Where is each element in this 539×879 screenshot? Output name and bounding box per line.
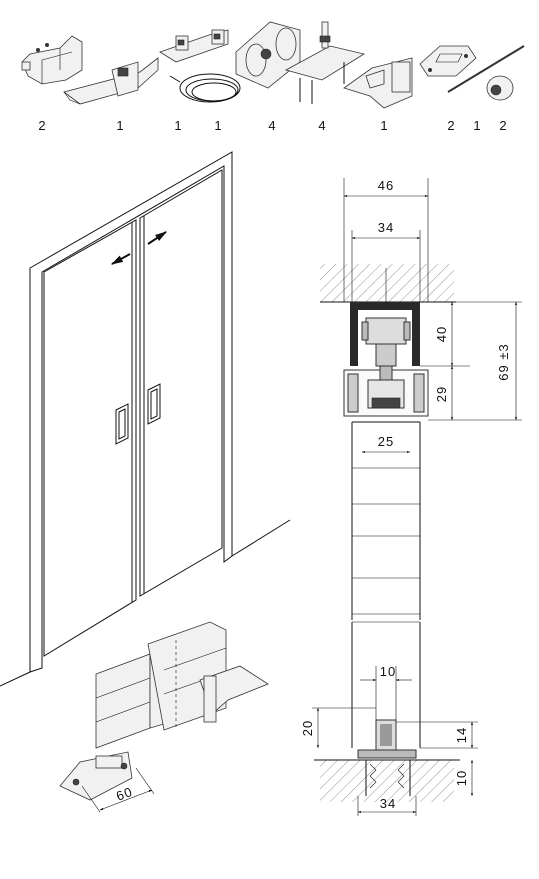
door-handle-left (115, 403, 129, 445)
dim-guide-depth: 20 (300, 720, 315, 736)
qty-label-1: 2 (38, 118, 46, 133)
arrow-left-icon (110, 253, 131, 265)
qty-label-5: 4 (268, 118, 276, 133)
floor-stop-detail (59, 621, 269, 813)
floor-hatch (314, 759, 460, 802)
part-door-guide (343, 57, 413, 109)
part-floor-guide (419, 45, 477, 77)
qty-label-2: 1 (116, 118, 124, 133)
floor-guide-section (357, 719, 417, 759)
qty-label-7: 1 (380, 118, 388, 133)
track-profile (350, 268, 420, 367)
part-fixing-clip (159, 29, 229, 63)
door-panel-section (351, 421, 421, 748)
carriage-section (343, 365, 429, 417)
dim-track-width: 46 (378, 178, 394, 193)
part-buffer-cap (486, 75, 514, 101)
dim-track-height: 40 (434, 326, 449, 342)
dim-floor-depth: 10 (454, 770, 469, 786)
dim-inner-width: 34 (378, 220, 394, 235)
dim-guide-width: 10 (380, 664, 396, 679)
arrow-right-icon (147, 231, 167, 245)
dim-carriage-height: 29 (434, 386, 449, 402)
door-leaf-right (139, 169, 223, 597)
qty-label-4: 1 (214, 118, 222, 133)
part-rod (447, 45, 525, 93)
part-roller-carriage (235, 21, 301, 89)
part-track-bracket (63, 57, 159, 105)
qty-label-10: 2 (499, 118, 507, 133)
qty-label-6: 4 (318, 118, 326, 133)
door-frame (0, 151, 291, 687)
dim-floor-width: 34 (380, 796, 396, 811)
part-hanger-plate (284, 21, 366, 104)
dimension-lines (312, 178, 522, 816)
part-cable-coil (169, 73, 241, 103)
qty-label-9: 1 (473, 118, 481, 133)
dim-stop-length: 60 (114, 784, 135, 804)
ceiling-hatch (320, 264, 456, 303)
qty-label-3: 1 (174, 118, 182, 133)
dim-guide-height: 14 (454, 727, 469, 743)
dim-door-groove: 25 (378, 434, 394, 449)
door-handle-right (147, 383, 161, 425)
qty-label-8: 2 (447, 118, 455, 133)
part-end-stop (21, 35, 83, 85)
door-leaf-left (43, 219, 137, 657)
dim-total-height: 69 ±3 (496, 343, 511, 380)
